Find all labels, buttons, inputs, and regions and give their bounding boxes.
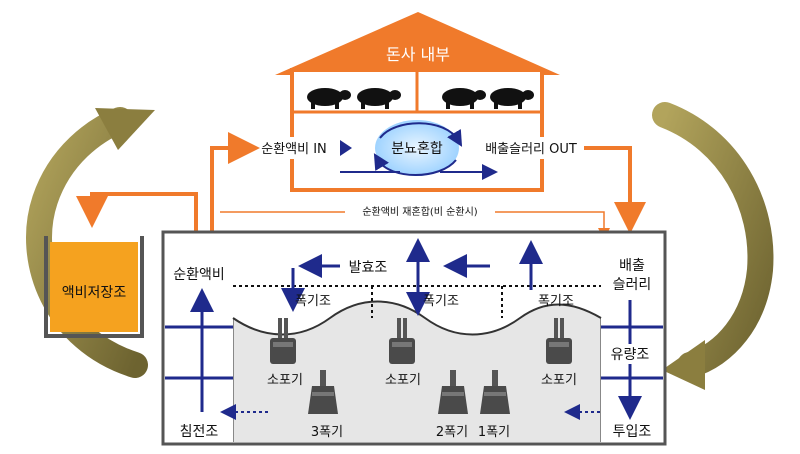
left-cycle-arrowhead — [95, 108, 155, 150]
aerator-label-3: 3폭기 — [311, 425, 343, 440]
pump-small-label-3: 소포기 — [541, 373, 577, 388]
discharge-label-2: 슬러리 — [613, 277, 652, 293]
recirc-in-pipe — [210, 132, 260, 238]
recirc-tank-label: 순환액비 — [173, 267, 225, 283]
pump-small-label-2: 소포기 — [385, 373, 421, 388]
aerator-label-2: 2폭기 — [436, 425, 468, 440]
mixing-cycle-icon — [375, 120, 459, 176]
aerator-label-1: 1폭기 — [478, 425, 510, 440]
barn-roof-fill — [290, 14, 545, 70]
liquid-surface-line — [232, 300, 602, 336]
aeration-label-2: 폭기조 — [423, 294, 459, 309]
barn-title: 돈사 내부 — [386, 45, 450, 64]
aeration-label-1: 폭기조 — [295, 294, 331, 309]
pig-icon — [490, 88, 534, 109]
storage-label: 액비저장조 — [62, 285, 127, 301]
input-tank-label: 투입조 — [613, 424, 652, 440]
pig-icon — [357, 88, 401, 109]
mix-label: 분뇨혼합 — [391, 141, 443, 157]
right-cycle-arrow — [652, 102, 774, 378]
recirc-in-box — [248, 137, 340, 159]
slurry-out-box — [478, 137, 584, 159]
storage-tank — [44, 236, 144, 338]
flow-tank-label: 유량조 — [611, 347, 650, 363]
slurry-out-pipe — [584, 146, 646, 234]
pig-icon — [442, 88, 486, 109]
pump-icon — [438, 370, 468, 414]
flow-tank-bg — [605, 344, 657, 364]
left-chamber-bg — [165, 234, 233, 442]
recirc-in-arrowhead — [340, 140, 352, 156]
slurry-out-label: 배출슬러리 OUT — [485, 142, 577, 157]
aerator-icon — [270, 318, 296, 364]
remix-note-bg — [345, 202, 495, 220]
discharge-label-1: 배출 — [619, 258, 645, 274]
remix-note: 순환액비 재혼합(비 순환시) — [362, 205, 477, 218]
pump-icon — [480, 370, 510, 414]
storage-pipe — [76, 192, 198, 238]
recirc-in-label: 순환액비 IN — [261, 142, 327, 157]
pig-icon — [307, 88, 351, 109]
pump-small-label-1: 소포기 — [267, 373, 303, 388]
right-cycle-arrowhead — [662, 340, 705, 390]
mixing-arrow-bottom — [373, 153, 457, 176]
settling-label: 침전조 — [180, 424, 219, 440]
aeration-label-3: 폭기조 — [538, 294, 574, 309]
pump-icon — [308, 370, 338, 414]
aerator-icon — [546, 318, 572, 364]
aerator-icon — [389, 318, 415, 364]
fermentation-label: 발효조 — [349, 260, 388, 276]
mixing-arrow-top — [379, 122, 463, 147]
